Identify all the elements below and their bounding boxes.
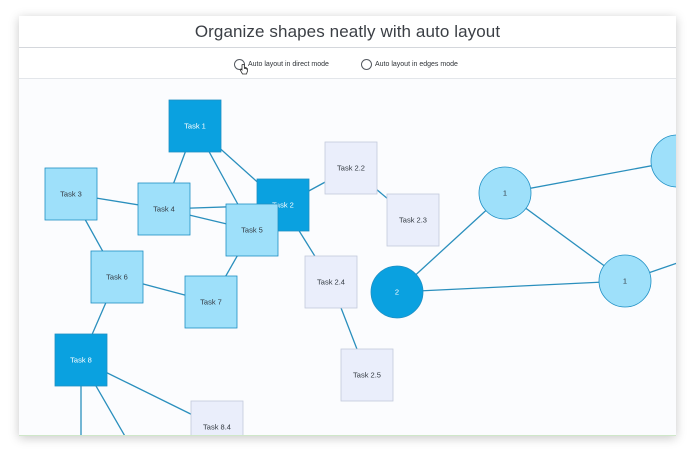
node-shape-c2[interactable] [598,254,652,308]
node-label-t1: Task 1 [184,122,206,131]
node-shape-t1[interactable] [168,99,222,153]
hand-cursor-icon [239,64,248,75]
node-shape-t5[interactable] [225,203,279,257]
node-layer: Task 1 Task 2 Task 3 Task 4 Task 5 Task 6 Task… [44,99,676,436]
diagram-node-c1[interactable]: 1 [478,166,532,220]
card-bottom-border [19,435,676,436]
diagram-canvas[interactable]: Task 1 Task 2 Task 3 Task 4 Task 5 Task 6 Task… [19,79,676,436]
node-label-t84: Task 8.4 [203,423,231,432]
diagram-node-t7[interactable]: Task 7 [184,275,238,329]
node-shape-c4[interactable] [650,134,676,188]
node-label-t3: Task 3 [60,190,82,199]
diagram-node-t3[interactable]: Task 3 [44,167,98,221]
diagram-node-t6[interactable]: Task 6 [90,250,144,304]
page-title: Organize shapes neatly with auto layout [194,22,501,41]
diagram-node-t23[interactable]: Task 2.3 [386,193,440,247]
diagram-node-t8[interactable]: Task 8 [54,333,108,387]
node-label-c1: 1 [503,189,507,198]
options-bar: Auto layout in direct mode Auto layout i… [19,48,676,79]
diagram-node-t24[interactable]: Task 2.4 [304,255,358,309]
edge-c1-c4[interactable] [504,160,676,194]
diagram-node-t4[interactable]: Task 4 [137,182,191,236]
node-shape-t23[interactable] [386,193,440,247]
node-shape-t8[interactable] [54,333,108,387]
edges-mode-label: Auto layout in edges mode [375,60,458,68]
node-shape-t22[interactable] [324,141,378,195]
node-shape-c3[interactable] [370,265,424,319]
node-shape-t3[interactable] [44,167,98,221]
edge-c3-c2[interactable] [396,280,626,293]
diagram-node-t1[interactable]: Task 1 [168,99,222,153]
node-label-t25: Task 2.5 [353,371,381,380]
diagram-node-c2[interactable]: 1 [598,254,652,308]
diagram-node-t25[interactable]: Task 2.5 [340,348,394,402]
diagram-node-c3[interactable]: 2 [370,265,424,319]
node-label-t24: Task 2.4 [317,278,345,287]
node-shape-t6[interactable] [90,250,144,304]
node-label-t4: Task 4 [153,205,175,214]
demo-card: Organize shapes neatly with auto layout … [19,16,676,436]
node-shape-t7[interactable] [184,275,238,329]
node-label-t8: Task 8 [70,356,92,365]
node-label-c3: 2 [395,288,399,297]
node-label-t5: Task 5 [241,226,263,235]
node-shape-t4[interactable] [137,182,191,236]
direct-mode-label: Auto layout in direct mode [248,60,329,68]
node-label-c2: 1 [623,277,627,286]
node-label-t22: Task 2.2 [337,164,365,173]
node-shape-t25[interactable] [340,348,394,402]
node-shape-c1[interactable] [478,166,532,220]
title-bar: Organize shapes neatly with auto layout [19,16,676,48]
diagram-node-t84[interactable]: Task 8.4 [190,400,244,436]
edges-mode-radio-circle[interactable] [361,58,372,70]
edges-mode-radio[interactable]: Auto layout in edges mode [361,57,458,71]
node-shape-t84[interactable] [190,400,244,436]
diagram-svg: Task 1 Task 2 Task 3 Task 4 Task 5 Task 6 Task… [44,99,676,436]
node-shape-t24[interactable] [304,255,358,309]
diagram-node-c4[interactable] [650,134,676,188]
node-label-t23: Task 2.3 [399,216,427,225]
direct-mode-radio-circle[interactable] [234,58,245,70]
diagram-node-t5[interactable]: Task 5 [225,203,279,257]
node-label-t2: Task 2 [272,201,294,210]
node-label-t7: Task 7 [200,298,222,307]
direct-mode-radio[interactable]: Auto layout in direct mode [234,57,329,71]
node-label-t6: Task 6 [106,273,128,282]
diagram-node-t22[interactable]: Task 2.2 [324,141,378,195]
